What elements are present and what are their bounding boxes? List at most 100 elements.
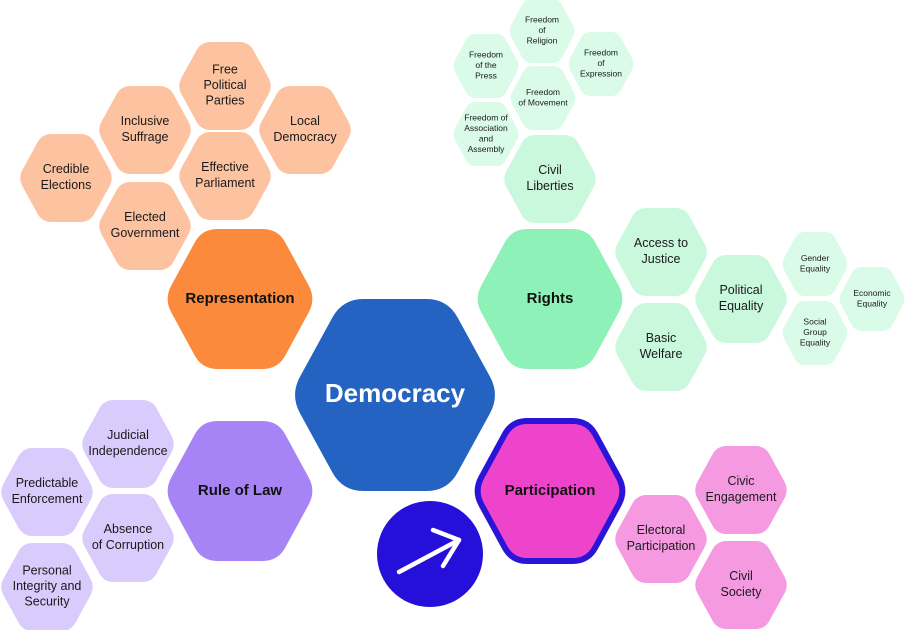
hex-participation-shape xyxy=(474,418,626,564)
hex-participation-label: Participation xyxy=(505,482,596,499)
hex-freedom-of-the-press-label-line: Press xyxy=(475,71,497,81)
hex-judicial-independence-label-line: Judicial xyxy=(107,428,149,442)
hex-personal-integrity-and-security-label-line: Personal xyxy=(22,564,71,578)
hex-absence-of-corruption-label-line: of Corruption xyxy=(92,538,164,552)
hex-civic-engagement-label-line: Engagement xyxy=(706,490,777,504)
arrow-head-bottom xyxy=(440,537,462,569)
hex-access-to-justice-shape xyxy=(615,208,707,296)
hex-personal-integrity-and-security-label-line: Security xyxy=(24,595,70,609)
hex-gender-equality-label-line: Equality xyxy=(800,264,831,274)
hex-electoral-participation-label-line: Participation xyxy=(627,539,696,553)
hex-political-equality-label-line: Equality xyxy=(719,299,764,313)
hex-free-political-parties-label-line: Free xyxy=(212,63,238,77)
hex-political-equality-label-line: Political xyxy=(719,283,762,297)
hex-effective-parliament-label-line: Effective xyxy=(201,160,249,174)
hex-freedom-of-expression-label-line: of xyxy=(597,58,605,68)
hex-economic-equality-label-line: Equality xyxy=(857,299,888,309)
hex-civil-society-label-line: Civil xyxy=(729,569,753,583)
hex-civil-liberties-label-line: Liberties xyxy=(526,179,573,193)
hex-freedom-of-the-press-shape xyxy=(453,34,519,98)
hex-credible-elections-shape xyxy=(20,134,112,222)
hex-rule-of-law-shape xyxy=(167,421,313,561)
hex-representation-label-line: Representation xyxy=(185,290,294,307)
hex-effective-parliament-shape xyxy=(179,132,271,220)
hex-rights-label: Rights xyxy=(527,290,574,307)
hex-free-political-parties-label-line: Parties xyxy=(206,94,245,108)
hex-civic-engagement-label-line: Civic xyxy=(727,474,754,488)
hex-predictable-enforcement-shape xyxy=(1,448,93,536)
hex-gender-equality-shape xyxy=(782,232,848,296)
hex-elected-government-label-line: Elected xyxy=(124,210,166,224)
hex-electoral-participation-label-line: Electoral xyxy=(637,523,686,537)
hex-electoral-participation-shape xyxy=(615,495,707,583)
hex-democracy-shape xyxy=(295,299,495,491)
hex-freedom-of-association-and-assembly-label-line: Assembly xyxy=(468,144,506,154)
hex-credible-elections-label-line: Elections xyxy=(41,178,92,192)
hex-freedom-of-movement-shape xyxy=(510,66,576,130)
hex-freedom-of-expression-label-line: Expression xyxy=(580,69,622,79)
hex-access-to-justice-label-line: Justice xyxy=(642,252,681,266)
hex-social-group-equality-label-line: Equality xyxy=(800,338,831,348)
hex-basic-welfare-shape xyxy=(615,303,707,391)
hex-local-democracy-label-line: Local xyxy=(290,114,320,128)
hex-freedom-of-expression-shape xyxy=(568,32,634,96)
hex-absence-of-corruption-label: Absence of Corruption xyxy=(92,522,164,552)
hex-democracy: Democracy xyxy=(295,299,495,491)
hex-rights-shape xyxy=(477,229,623,369)
hex-economic-equality-label-line: Economic xyxy=(853,288,891,298)
hex-free-political-parties-shape xyxy=(179,42,271,130)
hex-free-political-parties-label-line: Political xyxy=(203,78,246,92)
hex-freedom-of-association-and-assembly-label-line: Freedom of xyxy=(464,113,508,123)
hex-local-democracy-label-line: Democracy xyxy=(273,130,337,144)
hex-democracy-label: Democracy xyxy=(325,378,466,408)
hex-social-group-equality-label-line: Social xyxy=(803,317,826,327)
hex-rule-of-law-label-line: Rule of Law xyxy=(198,482,283,499)
hex-social-group-equality-label-line: Group xyxy=(803,327,827,337)
hex-absence-of-corruption-label-line: Absence xyxy=(104,522,153,536)
hex-freedom-of-movement-label-line: Freedom xyxy=(526,87,560,97)
hex-freedom-of-the-press-label-line: of the xyxy=(475,60,497,70)
hex-inclusive-suffrage-label-line: Inclusive xyxy=(121,114,170,128)
hex-rights-label-line: Rights xyxy=(527,290,574,307)
hex-civil-society-shape xyxy=(695,541,787,629)
hex-effective-parliament-label-line: Parliament xyxy=(195,176,255,190)
hex-rule-of-law: Rule of Law xyxy=(167,421,313,561)
hex-freedom-of-religion-label-line: Freedom xyxy=(525,15,559,25)
hex-local-democracy-shape xyxy=(259,86,351,174)
hex-inclusive-suffrage-label-line: Suffrage xyxy=(121,130,168,144)
hex-elected-government-shape xyxy=(99,182,191,270)
hex-civic-engagement-shape xyxy=(695,446,787,534)
